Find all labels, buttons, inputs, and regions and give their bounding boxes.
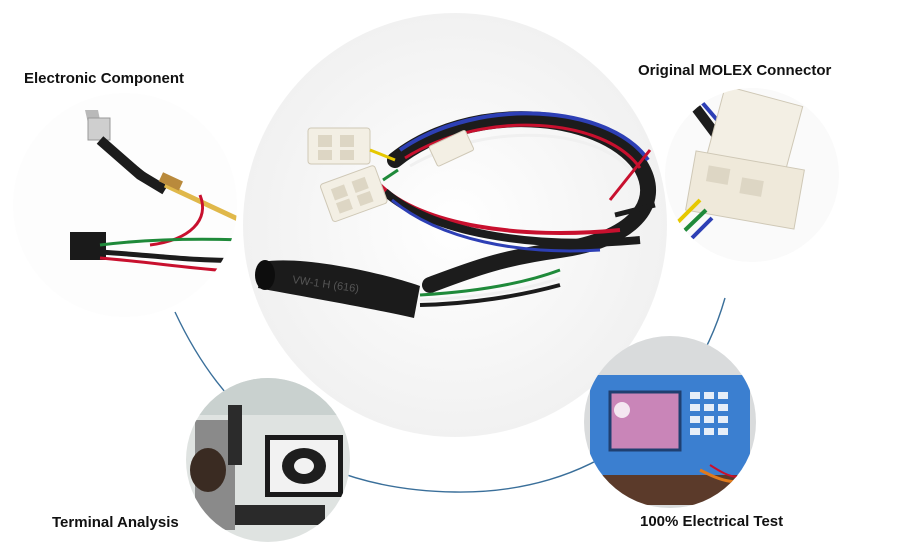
electronic-component-photo: [13, 93, 237, 317]
terminal-analysis-photo: [186, 378, 350, 542]
molex-connector-mid: [320, 165, 388, 222]
label-electrical-test: 100% Electrical Test: [640, 513, 784, 530]
label-electronic-component: Electronic Component: [24, 70, 185, 87]
molex-connector-photo: [665, 88, 839, 262]
molex-connector-top: [307, 127, 371, 165]
wire-harness: VW-1 H (616): [255, 111, 657, 318]
label-terminal-analysis: Terminal Analysis: [52, 514, 179, 531]
label-molex-connector: Original MOLEX Connector: [638, 62, 832, 79]
small-connector: [428, 129, 475, 167]
